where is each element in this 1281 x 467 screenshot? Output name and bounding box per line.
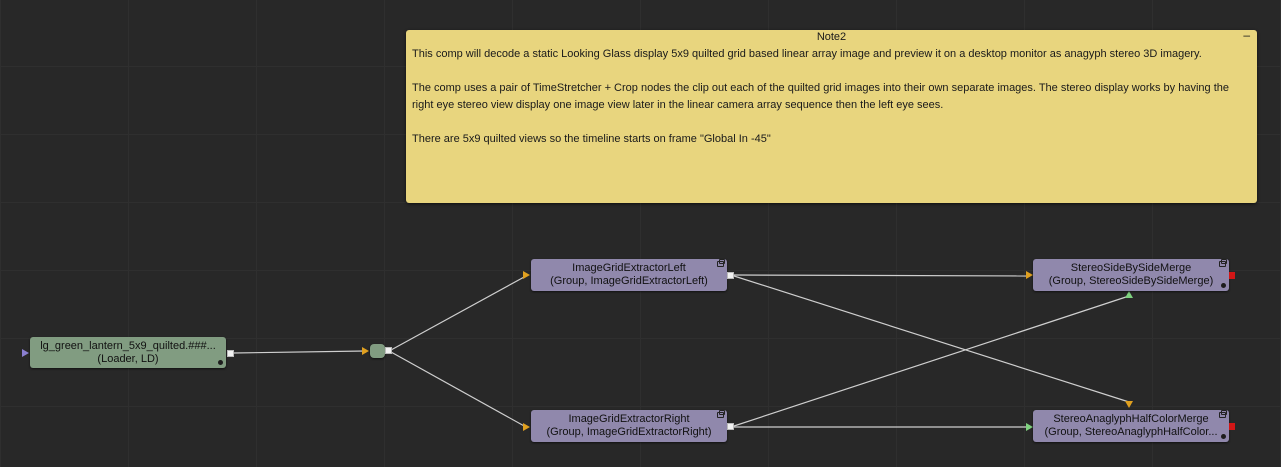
sbs-output-port[interactable] (1229, 272, 1235, 279)
dot-input-triangle[interactable] (362, 347, 369, 355)
image-grid-extractor-right-node[interactable]: ImageGridExtractorRight (Group, ImageGri… (531, 410, 727, 442)
node-subtitle: (Group, ImageGridExtractorRight) (546, 426, 712, 438)
node-title: ImageGridExtractorRight (568, 413, 690, 425)
node-corner-dot (218, 360, 223, 365)
extractor-left-output-port[interactable] (727, 272, 734, 279)
note-collapse-button[interactable]: – (1243, 28, 1250, 42)
note-paragraph: There are 5x9 quilted views so the timel… (412, 133, 771, 145)
pipe-router-node[interactable] (370, 344, 385, 358)
node-title: lg_green_lantern_5x9_quilted.###... (40, 340, 216, 352)
note-body[interactable]: This comp will decode a static Looking G… (412, 46, 1252, 165)
anaglyph-output-port[interactable] (1229, 423, 1235, 430)
stereo-side-by-side-merge-node[interactable]: StereoSideBySideMerge (Group, StereoSide… (1033, 259, 1229, 291)
extractor-right-output-port[interactable] (727, 423, 734, 430)
loader-input-triangle[interactable] (22, 349, 29, 357)
group-expand-icon[interactable] (717, 259, 725, 267)
wire-left-to-anaglyph[interactable] (733, 275, 1130, 403)
group-expand-icon[interactable] (717, 410, 725, 418)
image-grid-extractor-left-node[interactable]: ImageGridExtractorLeft (Group, ImageGrid… (531, 259, 727, 291)
sticky-note[interactable]: Note2 – This comp will decode a static L… (406, 28, 1257, 203)
anaglyph-input-triangle[interactable] (1125, 401, 1133, 408)
wire-dot-to-left[interactable] (390, 275, 527, 351)
node-subtitle: (Group, StereoAnaglyphHalfColor... (1044, 426, 1218, 438)
sbs-input-triangle[interactable] (1026, 271, 1033, 279)
node-title: StereoSideBySideMerge (1070, 262, 1192, 274)
node-corner-dot (1221, 434, 1226, 439)
loader-node[interactable]: lg_green_lantern_5x9_quilted.###... (Loa… (30, 337, 226, 368)
wire-right-to-sbs[interactable] (733, 295, 1130, 427)
wire-loader-to-dot[interactable] (232, 350, 366, 354)
router-output-port[interactable] (385, 347, 392, 354)
node-title: ImageGridExtractorLeft (572, 262, 686, 274)
wire-dot-to-right[interactable] (390, 351, 527, 428)
note-paragraph: This comp will decode a static Looking G… (412, 48, 1202, 60)
group-expand-icon[interactable] (1219, 410, 1227, 418)
group-expand-icon[interactable] (1219, 259, 1227, 267)
node-subtitle: (Group, StereoSideBySideMerge) (1048, 275, 1214, 287)
note-title: Note2 (816, 31, 847, 43)
node-subtitle: (Loader, LD) (97, 353, 159, 365)
anaglyph-input2-triangle[interactable] (1026, 423, 1033, 431)
note-paragraph: The comp uses a pair of TimeStretcher + … (412, 82, 1229, 111)
right-input-triangle[interactable] (523, 423, 530, 431)
node-corner-dot (1221, 283, 1226, 288)
sbs-input2-triangle[interactable] (1125, 291, 1133, 298)
wire-left-to-sbs[interactable] (733, 274, 1030, 277)
loader-output-port[interactable] (227, 350, 234, 357)
left-input-triangle[interactable] (523, 271, 530, 279)
stereo-anaglyph-half-color-merge-node[interactable]: StereoAnaglyphHalfColorMerge (Group, Ste… (1033, 410, 1229, 442)
node-title: StereoAnaglyphHalfColorMerge (1053, 413, 1209, 425)
node-subtitle: (Group, ImageGridExtractorLeft) (550, 275, 708, 287)
